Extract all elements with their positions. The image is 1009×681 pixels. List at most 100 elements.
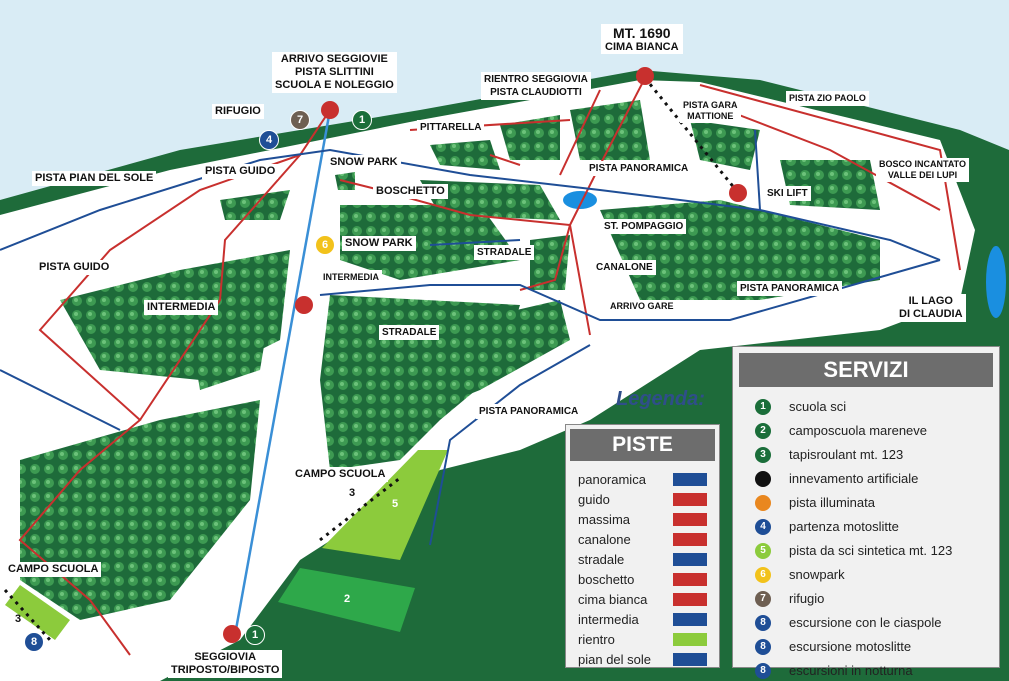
badge-rifugio: 7 — [290, 110, 310, 130]
piste-color-swatch — [673, 552, 707, 566]
badge-scuola-sci-bottom: 1 — [245, 625, 265, 645]
label-campo-scuola-left: CAMPO SCUOLA — [5, 562, 102, 577]
campo-scuola-field-left — [5, 585, 70, 640]
servizi-item-label: pista illuminata — [789, 495, 875, 510]
piste-item-label: guido — [578, 491, 610, 507]
label-rientro-seggiovia: RIENTRO SEGGIOVIA PISTA CLAUDIOTTI — [481, 72, 591, 100]
forest-blocks — [20, 100, 880, 620]
label-pista-guido-top: PISTA GUIDO — [202, 164, 279, 179]
label-ski-lift: SKI LIFT — [764, 186, 811, 201]
servizi-number-badge: 7 — [755, 591, 771, 607]
badge-snowpark: 6 — [315, 235, 335, 255]
label-snow-park-top: SNOW PARK — [327, 155, 401, 170]
piste-item: stradale — [578, 549, 719, 569]
servizi-item: 3 tapisroulant mt. 123 — [755, 447, 999, 467]
piste-color-swatch — [673, 612, 707, 626]
label-pista-panoramica-low: PISTA PANORAMICA — [476, 404, 582, 419]
servizi-number-badge: 6 — [755, 567, 771, 583]
piste-item-label: panoramica — [578, 471, 646, 487]
piste-item: intermedia — [578, 609, 719, 629]
legend-title: Legenda: — [616, 388, 705, 410]
servizi-item-label: camposcuola mareneve — [789, 423, 928, 438]
piste-color-swatch — [673, 512, 707, 526]
label-il-lago-di-claudia: IL LAGO DI CLAUDIA — [896, 294, 966, 322]
badge-tapis-left: 3 — [14, 613, 22, 625]
servizi-item-label: scuola sci — [789, 399, 847, 414]
label-bosco-incantato: BOSCO INCANTATO VALLE DEI LUPI — [876, 158, 969, 182]
servizi-item-label: pista da sci sintetica mt. 123 — [789, 543, 953, 558]
label-pista-guido-left: PISTA GUIDO — [36, 260, 113, 275]
servizi-number-badge: 5 — [755, 543, 771, 559]
piste-item: panoramica — [578, 469, 719, 489]
piste-item-label: pian del sole — [578, 651, 651, 667]
label-arrivo-seggiovie: ARRIVO SEGGIOVIE PISTA SLITTINI SCUOLA E… — [272, 52, 397, 93]
badge-tapis-mid: 3 — [348, 487, 356, 499]
servizi-number-badge: 3 — [755, 447, 771, 463]
servizi-item-label: snowpark — [789, 567, 845, 582]
servizi-title: SERVIZI — [739, 353, 993, 387]
piste-item-label: stradale — [578, 551, 625, 567]
label-stradale-mid: STRADALE — [474, 245, 535, 260]
campo-scuola-field-5 — [322, 450, 448, 560]
label-boschetto: BOSCHETTO — [373, 184, 448, 199]
piste-color-swatch — [673, 572, 707, 586]
servizi-item-label: rifugio — [789, 591, 825, 606]
label-intermedia: INTERMEDIA — [144, 300, 219, 315]
servizi-item-label: innevamento artificiale — [789, 471, 919, 486]
piste-item-label: boschetto — [578, 571, 635, 587]
servizi-number-badge: 8 — [755, 663, 771, 679]
piste-item: guido — [578, 489, 719, 509]
label-pista-pian-del-sole: PISTA PIAN DEL SOLE — [32, 171, 157, 186]
blue-runs — [0, 129, 941, 546]
servizi-number-badge: 1 — [755, 399, 771, 415]
servizi-number-badge: 4 — [755, 519, 771, 535]
badge-camposcuola: 2 — [343, 593, 351, 605]
label-snow-park-mid: SNOW PARK — [342, 236, 416, 251]
label-seggiovia: SEGGIOVIA TRIPOSTO/BIPOSTO — [168, 650, 283, 678]
servizi-item: 1 scuola sci — [755, 399, 999, 419]
piste-item-label: intermedia — [578, 611, 639, 627]
label-rifugio: RIFUGIO — [212, 104, 264, 119]
badge-pista-sintetica: 5 — [391, 498, 399, 510]
servizi-item-label: tapisroulant mt. 123 — [789, 447, 904, 462]
piste-list: panoramica guido massima canalone stradale bo… — [566, 469, 719, 669]
piste-item: cima bianca — [578, 589, 719, 609]
piste-item-label: canalone — [578, 531, 631, 547]
label-pista-zio-paolo: PISTA ZIO PAOLO — [786, 91, 869, 106]
summit-name: CIMA BIANCA — [605, 41, 679, 53]
chairlift-line — [233, 109, 332, 636]
label-stradale-low: STRADALE — [379, 325, 440, 340]
piste-item: canalone — [578, 529, 719, 549]
servizi-item-label: escursioni in notturna con il gatto dell… — [789, 663, 913, 681]
label-st-pompaggio: ST. POMPAGGIO — [601, 219, 687, 234]
servizi-item: pista illuminata — [755, 495, 999, 515]
piste-item: boschetto — [578, 569, 719, 589]
tapis-roulant-line — [319, 476, 401, 542]
piste-color-swatch — [673, 472, 707, 486]
ski-lift-line — [643, 77, 742, 196]
label-canalone: CANALONE — [593, 260, 656, 275]
label-pittarella: PITTARELLA — [417, 120, 485, 135]
lago-di-claudia — [986, 246, 1006, 318]
piste-item: pian del sole — [578, 649, 719, 669]
summit-label: MT. 1690 CIMA BIANCA — [601, 24, 683, 54]
piste-title: PISTE — [570, 429, 715, 461]
tapis-roulant-left — [3, 588, 52, 642]
small-lake — [563, 191, 597, 209]
servizi-item-label: escursione con le ciaspole — [789, 615, 942, 630]
piste-item-label: rientro — [578, 631, 615, 647]
station-markers — [223, 67, 747, 643]
badge-escursioni: 8 — [24, 632, 44, 652]
servizi-number-badge: 8 — [755, 639, 771, 655]
label-arrivo-gare: ARRIVO GARE — [607, 300, 677, 313]
label-pista-panoramica-top: PISTA PANORAMICA — [586, 161, 692, 176]
servizi-item-label: partenza motoslitte — [789, 519, 899, 534]
badge-scuola-sci-top: 1 — [352, 110, 372, 130]
piste-item-label: cima bianca — [578, 591, 648, 607]
piste-item: massima — [578, 509, 719, 529]
